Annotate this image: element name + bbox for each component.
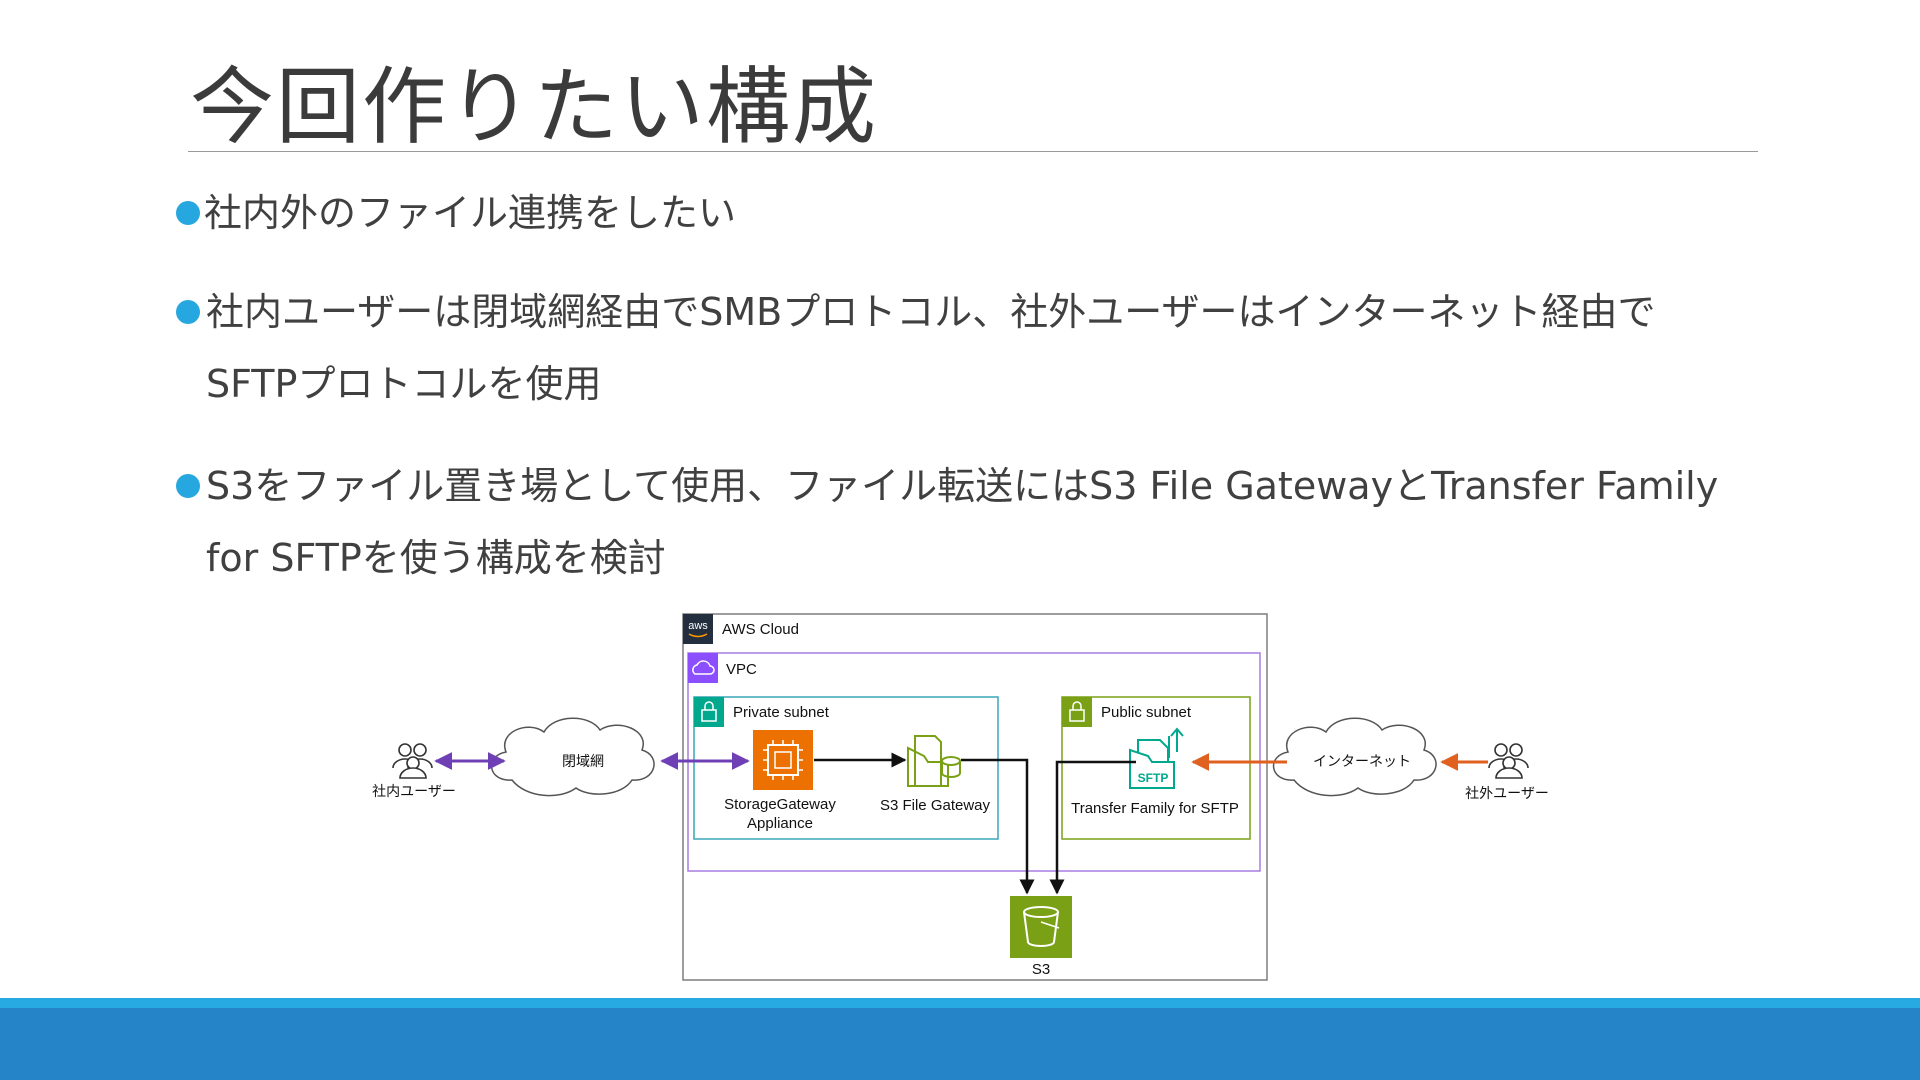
storage-gateway-icon (753, 730, 813, 790)
vpc-label: VPC (726, 661, 757, 678)
transfer-family-sftp: SFTP Transfer Family for SFTP (1071, 727, 1239, 817)
bullet-dot (176, 300, 200, 324)
internal-user-label: 社内ユーザー (372, 783, 456, 799)
sftp-icon (1129, 727, 1184, 789)
footer-stripe (0, 998, 1920, 1008)
public-subnet-label: Public subnet (1101, 704, 1192, 721)
closed-network-label: 閉域網 (562, 753, 604, 769)
external-user-label: 社外ユーザー (1465, 785, 1549, 801)
aws-cloud-group: aws AWS Cloud (682, 613, 1268, 981)
aws-logo-text: aws (688, 620, 708, 632)
users-icon (392, 743, 433, 779)
transfer-family-to-s3-arrow (1049, 760, 1136, 895)
architecture-diagram: aws AWS Cloud VPC Private subnet Public … (372, 613, 1549, 981)
s3-file-gateway-label: S3 File Gateway (880, 797, 991, 814)
slide-title: 今回作りたい構成 (190, 58, 879, 156)
bullet-item-1: 社内外のファイル連携をしたい (176, 177, 1736, 249)
aws-logo-icon (683, 614, 713, 644)
bullet-text-3: S3をファイル置き場として使用、ファイル転送にはS3 File Gatewayと… (206, 464, 1719, 580)
private-subnet-label: Private subnet (733, 704, 830, 721)
internet-label: インターネット (1313, 753, 1411, 769)
private-subnet-group: Private subnet (693, 696, 999, 840)
internal-user: 社内ユーザー (372, 743, 456, 799)
closed-network-cloud: 閉域網 (490, 717, 655, 797)
storage-gateway-appliance: StorageGateway Appliance (724, 730, 836, 832)
bullet-dot (176, 201, 200, 225)
sftp-icon-text: SFTP (1138, 771, 1169, 785)
file-gateway-icon (907, 735, 961, 787)
bullet-item-2: 社内ユーザーは閉域網経由でSMBプロトコル、社外ユーザーはインターネット経由でS… (176, 276, 1736, 420)
s3-bucket-icon (1010, 896, 1072, 958)
footer-band (0, 1008, 1920, 1080)
storage-gateway-label-line1: StorageGateway (724, 796, 836, 813)
bullet-dot (176, 474, 200, 498)
users-icon (1488, 743, 1529, 779)
s3-bucket: S3 (1010, 896, 1072, 978)
bullet-item-3: S3をファイル置き場として使用、ファイル転送にはS3 File Gatewayと… (176, 450, 1736, 594)
transfer-family-label: Transfer Family for SFTP (1071, 800, 1239, 817)
internet-cloud: インターネット (1272, 717, 1437, 797)
public-subnet-group: Public subnet (1061, 696, 1251, 840)
title-divider (188, 151, 1758, 152)
storage-gateway-label-line2: Appliance (747, 815, 813, 832)
s3-file-gateway: S3 File Gateway (880, 735, 991, 814)
file-gateway-to-s3-arrow (961, 758, 1035, 895)
bullet-text-1: 社内外のファイル連携をしたい (204, 191, 737, 235)
external-user: 社外ユーザー (1465, 743, 1549, 801)
aws-cloud-label: AWS Cloud (722, 621, 799, 638)
bullet-text-2: 社内ユーザーは閉域網経由でSMBプロトコル、社外ユーザーはインターネット経由でS… (206, 290, 1656, 406)
s3-label: S3 (1032, 961, 1050, 978)
